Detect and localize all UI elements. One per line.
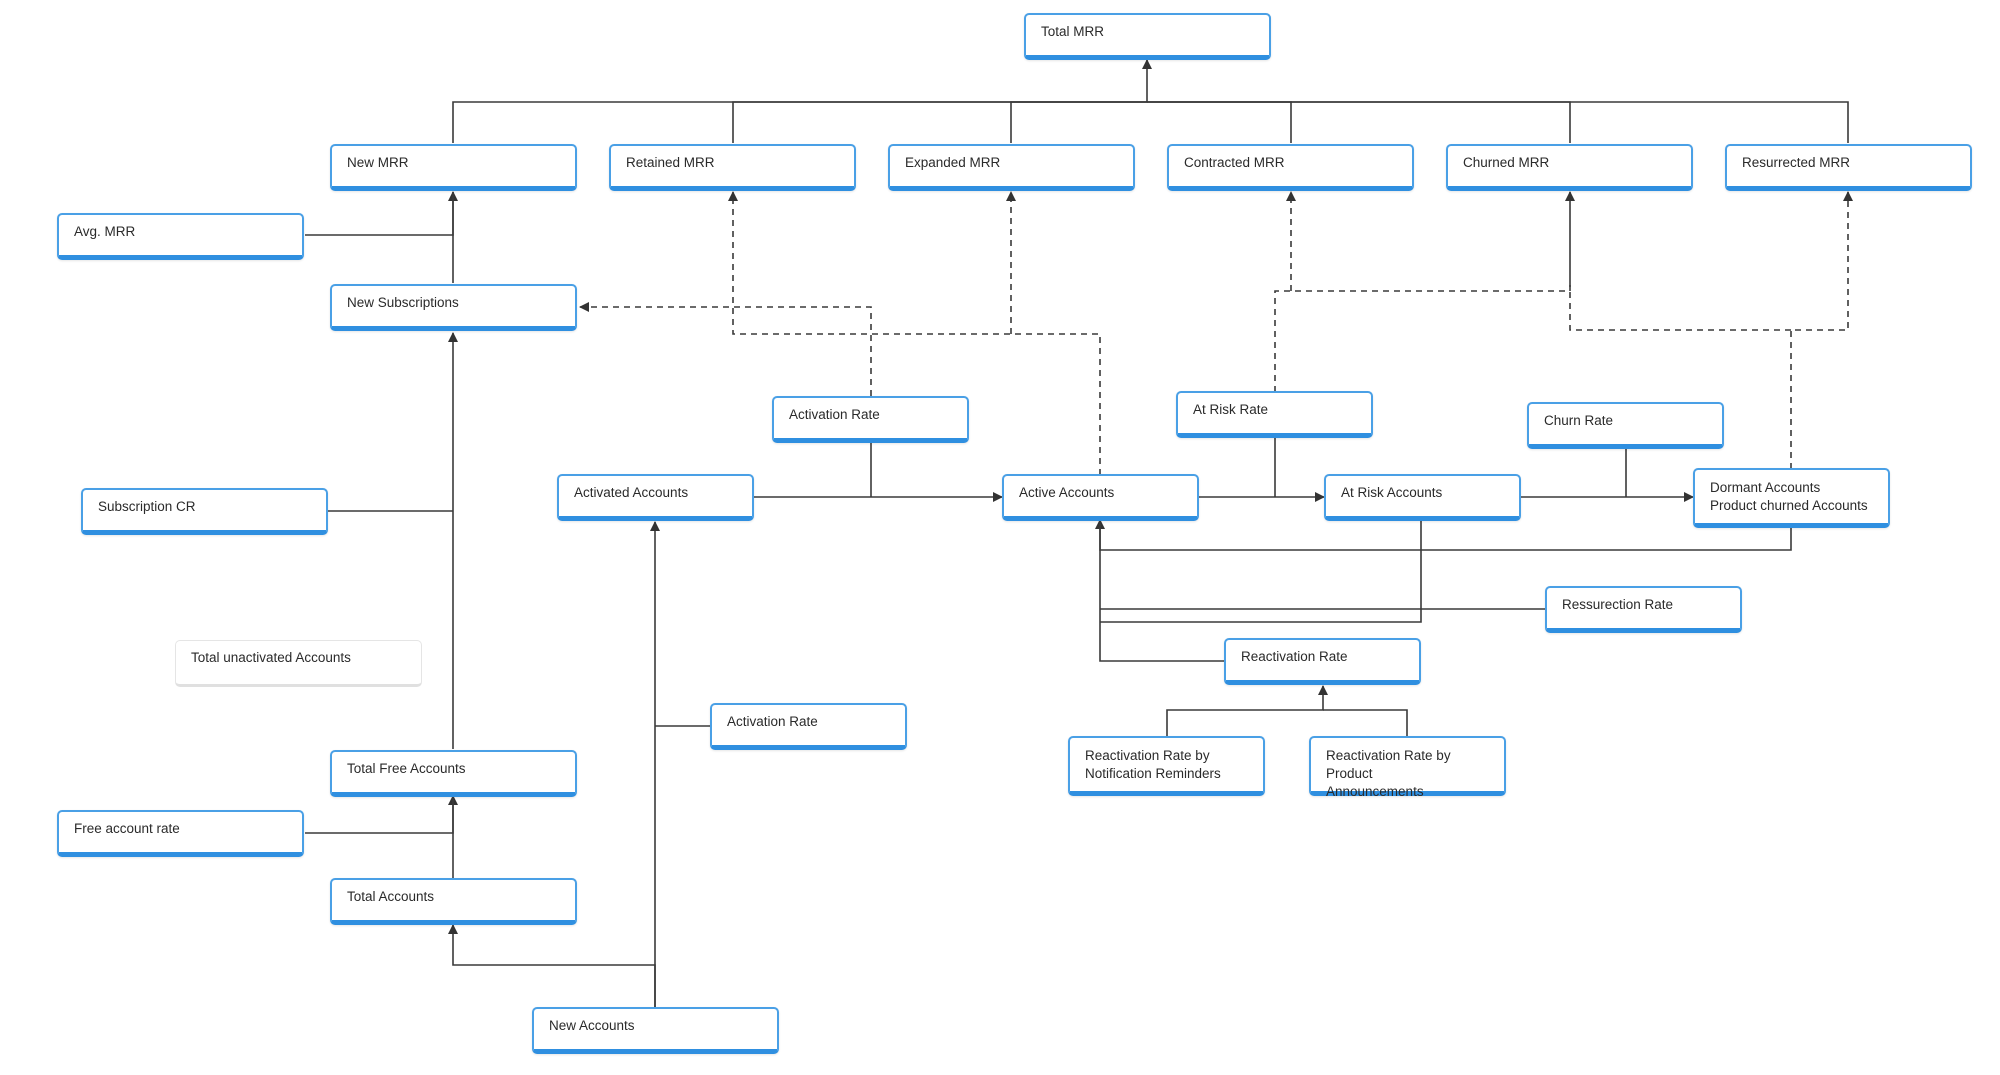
new-mrr-node[interactable]: New MRR [330, 144, 577, 191]
free-account-rate-node[interactable]: Free account rate [57, 810, 304, 857]
connector-contracted-mrr-to-total [1147, 101, 1292, 143]
new-accounts-node[interactable]: New Accounts [532, 1007, 779, 1054]
ressurection-rate-node[interactable]: Ressurection Rate [1545, 586, 1742, 633]
retained-mrr-node[interactable]: Retained MRR [609, 144, 856, 191]
dashed-bus-to-retained-mrr [728, 191, 1101, 475]
avg-mrr-node[interactable]: Avg. MRR [57, 213, 304, 260]
total-free-accounts-node[interactable]: Total Free Accounts [330, 750, 577, 797]
subscription-cr-node[interactable]: Subscription CR [81, 488, 328, 535]
reactivation-by-product-node[interactable]: Reactivation Rate by Product Announcemen… [1309, 736, 1506, 799]
active-accounts-node[interactable]: Active Accounts [1002, 474, 1199, 521]
connector-expanded-mrr-to-total [1010, 101, 1147, 143]
at-risk-accounts-node[interactable]: At Risk Accounts [1324, 474, 1521, 521]
connector-at-risk-back-to-active [1100, 520, 1422, 623]
connector-new-accounts-to-total [448, 924, 656, 1007]
connector-retained-mrr-to-total [732, 101, 1147, 143]
connector-free-rate-to-free-accounts [305, 795, 458, 834]
at-risk-rate-node[interactable]: At Risk Rate [1176, 391, 1373, 438]
total-unactivated-accounts-node[interactable]: Total unactivated Accounts [175, 640, 422, 687]
connector-dormant-back-to-active [1095, 519, 1792, 551]
connector-avg-mrr-to-new-mrr [305, 191, 458, 236]
connector-notification-to-reactivation [1166, 685, 1328, 736]
churned-mrr-node[interactable]: Churned MRR [1446, 144, 1693, 191]
total-accounts-node[interactable]: Total Accounts [330, 878, 577, 925]
connector-reactivation-rate-to-active [1099, 520, 1224, 662]
reactivation-by-notification-node[interactable]: Reactivation Rate by Notification Remind… [1068, 736, 1265, 796]
expanded-mrr-node[interactable]: Expanded MRR [888, 144, 1135, 191]
churn-rate-node[interactable]: Churn Rate [1527, 402, 1724, 449]
dashed-at-risk-rate-to-churned [1274, 283, 1571, 392]
activated-accounts-node[interactable]: Activated Accounts [557, 474, 754, 521]
dashed-activation-rate-to-new-subs [579, 302, 872, 396]
activation-rate-bottom-node[interactable]: Activation Rate [710, 703, 907, 750]
reactivation-rate-node[interactable]: Reactivation Rate [1224, 638, 1421, 685]
dormant-accounts-node[interactable]: Dormant Accounts Product churned Account… [1693, 468, 1890, 528]
total-mrr-node[interactable]: Total MRR [1024, 13, 1271, 60]
connector-product-to-reactivation [1323, 709, 1408, 736]
connector-resurrected-mrr-to-total [1147, 101, 1849, 143]
new-subscriptions-node[interactable]: New Subscriptions [330, 284, 577, 331]
activation-rate-node[interactable]: Activation Rate [772, 396, 969, 443]
contracted-mrr-node[interactable]: Contracted MRR [1167, 144, 1414, 191]
connector-churned-mrr-to-total [1147, 101, 1571, 143]
dashed-dormant-to-resurrected-mrr [1790, 191, 1853, 469]
dashed-dormant-to-churned [1569, 283, 1791, 331]
resurrected-mrr-node[interactable]: Resurrected MRR [1725, 144, 1972, 191]
